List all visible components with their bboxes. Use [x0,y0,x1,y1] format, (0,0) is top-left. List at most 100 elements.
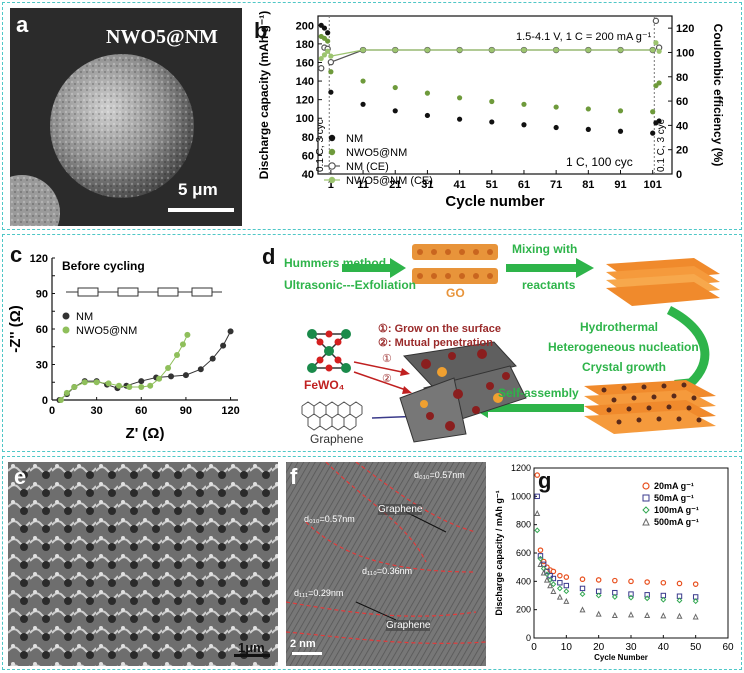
data-point [628,591,634,597]
x-tick-label: 81 [582,179,594,191]
data-point [105,380,112,387]
data-point [563,588,570,595]
sem-porous-graphic [8,462,278,666]
d-spacing-annotation: d₀₁₀=0.57nm [414,470,465,480]
y2-tick-label: 0 [676,169,682,181]
data-point [617,128,624,134]
stacked-sheets-top [606,258,720,306]
data-point [656,48,662,54]
data-point [676,580,683,587]
data-point [544,568,550,575]
d-spacing-annotation: d₁₁₀=0.36nm [362,566,413,576]
data-point [650,109,656,115]
legend-label: NM [346,133,363,145]
x-tick-label: 101 [644,179,662,191]
data-point [534,510,541,517]
data-point [540,558,547,565]
legend-label: NM (CE) [346,161,389,173]
y-tick-label: 60 [36,324,48,336]
legend-label: NWO5@NM [76,325,137,337]
x-axis-label: Cycle number [445,193,544,210]
legend-label: NWO5@NM [346,147,407,159]
data-point [457,116,463,122]
data-point [71,383,78,390]
post-cycle-text: 0.1 C, 3 cyc [656,119,667,172]
fewo4-label: FeWO₄ [304,378,345,392]
scale-bar-label: 2 nm [290,638,316,650]
x-tick-label: 60 [135,405,147,417]
graphene-lattice-icon [301,401,363,431]
circuit-element [117,287,139,297]
data-point [692,613,699,620]
y2-axis-label: Coulombic efficiency (%) [711,24,725,167]
data-point [547,582,554,589]
panel-a-sem-image: a NWO5@NM 5 μm [10,8,242,226]
data-point [556,585,563,592]
y-tick-label: 180 [296,39,314,51]
data-point [617,47,624,53]
data-point [543,576,550,583]
stacked-sheets-bottom [584,380,716,434]
sem-sphere-graphic [10,8,242,226]
data-point [392,47,398,53]
x-tick-label: 90 [180,405,192,417]
y2-tick-label: 20 [676,145,688,157]
arrow-right-icon [390,258,406,278]
data-point [537,547,544,553]
x-tick-label: 61 [518,179,530,191]
condition-text: 1.5-4.1 V, 1 C = 200 mA g⁻¹ [516,31,652,43]
legend-marker [62,312,70,320]
x-tick-label: 10 [561,642,573,653]
exfoliation-text: Ultrasonic---Exfoliation [284,278,417,292]
data-point [328,53,334,59]
legend-label: 100mA g⁻¹ [654,505,699,515]
x-tick-label: 0 [531,642,537,653]
x-axis-label: Cycle Number [594,653,648,662]
y2-tick-label: 100 [676,47,694,59]
data-point [585,106,591,112]
data-point [424,112,431,119]
panel-c-label: c [10,242,23,267]
data-point [360,78,366,84]
data-point [360,47,366,53]
panel-d-label: d [262,244,276,269]
y-tick-label: 600 [516,548,531,558]
panel-f-label: f [290,464,298,489]
y2-tick-label: 120 [676,23,694,35]
chart-b-svg: 4060801001201401601802000204060801001201… [257,11,725,210]
data-point [165,365,172,372]
panel-f-tem-image: f 2 nm Graphene Graphene d₀₁₀=0.57nm d₀₁… [286,462,486,666]
step1-text: ①: Grow on the surface [378,323,501,335]
data-point [656,118,662,124]
self-assembly-text: Self-assembly [498,386,579,400]
data-point [650,47,656,53]
data-point [173,352,180,359]
data-point [325,30,331,36]
x-tick-label: 50 [690,642,702,653]
data-point [321,25,328,31]
y-tick-label: 200 [516,605,531,615]
hydrothermal-text: Hydrothermal [580,320,659,334]
data-point [656,80,662,86]
composite-structure [399,341,527,443]
x-tick-label: 60 [722,642,734,653]
legend-label: 50mA g⁻¹ [654,493,694,503]
data-point [534,527,541,534]
y-tick-label: 80 [302,132,314,144]
y-tick-label: 1000 [511,491,531,501]
data-point [676,612,683,619]
data-point [553,47,559,53]
x-tick-label: 30 [625,642,637,653]
go-text: GO [446,286,465,300]
y-tick-label: 1200 [511,463,531,473]
legend-marker [328,176,336,184]
x-tick-label: 30 [91,405,103,417]
panel-e-label: e [14,464,27,489]
tem-lattice-graphic [286,462,486,666]
series-line [59,331,232,401]
data-point [325,48,331,54]
data-point [537,553,544,559]
y2-tick-label: 60 [676,96,688,108]
